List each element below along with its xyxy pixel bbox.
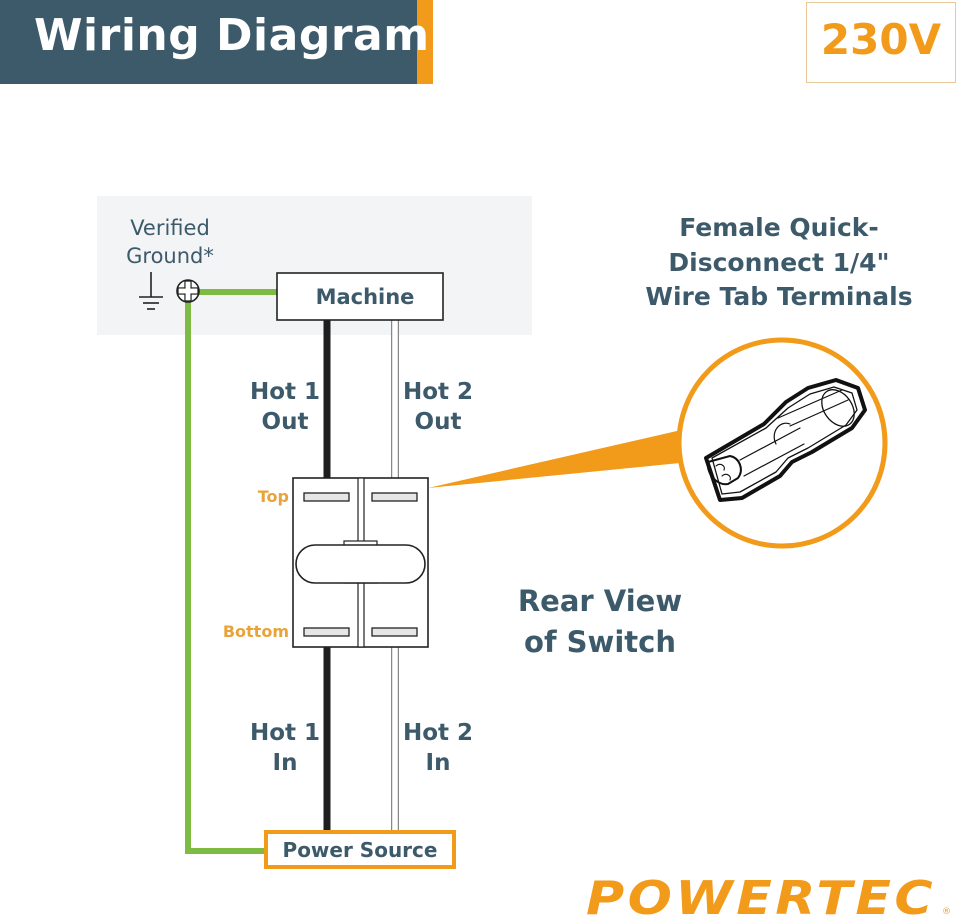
rear-view-label-line2: of Switch [524,625,676,659]
earth-ground-icon [139,272,163,310]
hot1-out-label-line2: Out [262,409,309,435]
hot2-out-label-line1: Hot 2 [403,379,473,405]
top-terminal-label: Top [258,487,289,506]
terminal-callout-line3: Wire Tab Terminals [645,282,912,311]
ground-label-line2: Ground* [126,244,214,268]
ground-screw-icon [176,279,200,303]
voltage-badge-text: 230V [820,15,942,64]
terminal-bottom-left [303,627,350,637]
terminal-bottom-right [371,627,418,637]
hot1-in-label-line1: Hot 1 [250,720,320,746]
rear-view-label-line1: Rear View [518,584,682,618]
machine-label: Machine [316,285,415,309]
hot2-in-label-line2: In [426,750,451,776]
machine-box [276,272,444,321]
power-source-box [264,830,456,869]
terminal-callout-line2: Disconnect 1/4" [668,248,889,277]
ground-wire [185,289,278,854]
terminal-top-left [303,492,350,502]
registered-mark: ® [942,907,951,917]
ground-label-line1: Verified [130,216,210,240]
hot2-in-label-line1: Hot 2 [403,720,473,746]
bottom-terminal-label: Bottom [223,622,289,641]
rocker-switch-rear [292,477,429,648]
powertec-logo: POWERTEC [586,871,936,921]
voltage-badge: 230V [806,2,956,83]
hot1-in-label-line2: In [273,750,298,776]
power-source-label: Power Source [283,838,438,862]
callout-pointer [428,428,690,488]
terminal-top-right [371,492,418,502]
page-title: Wiring Diagram [34,10,430,61]
hot2-out-label-line2: Out [415,409,462,435]
title-accent-bar [417,0,433,84]
hot1-out-label-line1: Hot 1 [250,379,320,405]
terminal-callout-line1: Female Quick- [679,213,879,242]
quick-disconnect-terminal-icon [704,378,867,502]
title-banner [0,0,417,84]
